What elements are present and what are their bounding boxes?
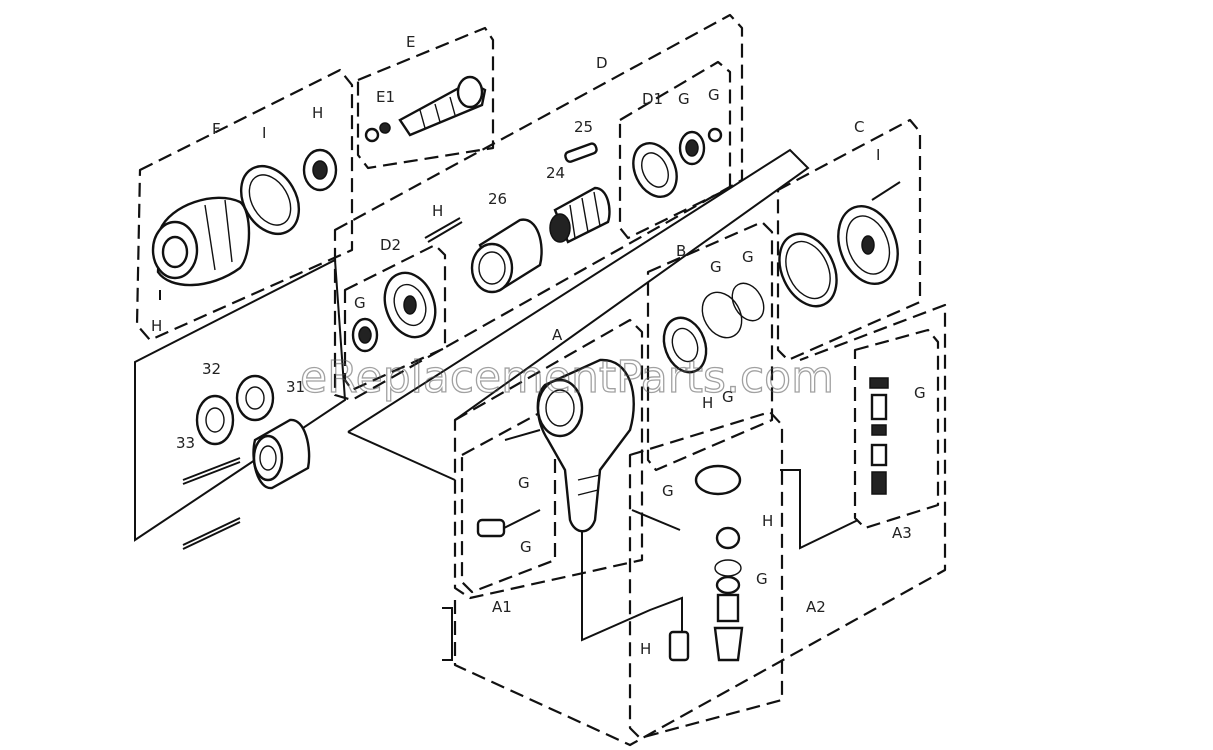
group-outer-outline bbox=[453, 303, 947, 747]
oring-g-b1 bbox=[701, 291, 743, 339]
a2-leader-lines bbox=[581, 469, 859, 642]
label-24: 24 bbox=[546, 164, 565, 182]
watermark-text: eReplacementParts.com bbox=[300, 352, 834, 403]
label-g-d2: G bbox=[354, 294, 366, 312]
label-d: D bbox=[596, 54, 608, 72]
label-d1: D1 bbox=[642, 90, 663, 108]
hammer-case bbox=[151, 196, 251, 287]
label-26: 26 bbox=[488, 190, 507, 208]
group-d1-outline bbox=[618, 60, 732, 240]
gasket-c bbox=[778, 232, 838, 308]
label-h-d: H bbox=[432, 202, 443, 220]
hammer-frame-31 bbox=[252, 418, 311, 490]
label-a: A bbox=[552, 326, 563, 344]
group-e-outline bbox=[356, 26, 495, 170]
e1-parts bbox=[364, 122, 391, 143]
bracket-line bbox=[442, 607, 453, 661]
inlet-h bbox=[668, 630, 690, 662]
label-h-a2b: H bbox=[640, 640, 651, 658]
anvil-shaft bbox=[398, 75, 487, 137]
bushing-h bbox=[302, 148, 338, 192]
group-a1-outline bbox=[460, 408, 557, 594]
label-g-a: G bbox=[518, 474, 530, 492]
label-a1: A1 bbox=[492, 598, 512, 616]
end-plate-d2 bbox=[383, 271, 437, 339]
label-h-b: H bbox=[702, 394, 713, 412]
hammer-32 bbox=[195, 374, 275, 446]
label-e1: E1 bbox=[376, 88, 395, 106]
pin-33-a bbox=[182, 457, 241, 485]
pin-g-a2 bbox=[631, 509, 681, 531]
screw-i-c bbox=[871, 181, 901, 201]
label-g-d1b: G bbox=[708, 86, 720, 104]
group-f-outline bbox=[135, 68, 354, 342]
assembly-plane-line bbox=[347, 148, 810, 433]
label-a3: A3 bbox=[892, 524, 912, 542]
label-25: 25 bbox=[574, 118, 593, 136]
label-f: F bbox=[212, 120, 221, 138]
group-b-outline bbox=[646, 220, 774, 472]
label-g-a2b: G bbox=[756, 570, 768, 588]
label-i-c: I bbox=[876, 146, 880, 164]
label-h-a2: H bbox=[762, 512, 773, 530]
pin-33-b bbox=[182, 517, 241, 550]
assembly-plane-line-2 bbox=[347, 431, 456, 481]
label-d2: D2 bbox=[380, 236, 401, 254]
label-g-a2a: G bbox=[662, 482, 674, 500]
label-32: 32 bbox=[202, 360, 221, 378]
back-plate-b bbox=[662, 316, 708, 374]
rotor-24 bbox=[549, 186, 611, 244]
valve-stack-a2 bbox=[694, 464, 744, 662]
pin-g-a bbox=[504, 429, 541, 441]
gasket-i-f bbox=[239, 165, 301, 235]
label-h-bottom: H bbox=[151, 317, 162, 335]
label-h-f: H bbox=[312, 104, 323, 122]
bearing-g-d1 bbox=[678, 127, 723, 166]
oring-g-b2 bbox=[731, 282, 765, 322]
label-g-b1: G bbox=[710, 258, 722, 276]
pin-h-d bbox=[424, 217, 463, 243]
end-plate-d1 bbox=[632, 142, 678, 198]
group-31-boundary bbox=[134, 258, 347, 542]
label-31: 31 bbox=[286, 378, 305, 396]
regulator-a3 bbox=[869, 377, 889, 495]
group-a-outline bbox=[453, 318, 644, 600]
label-g-b2: G bbox=[742, 248, 754, 266]
label-g-a3: G bbox=[914, 384, 926, 402]
group-a3-outline bbox=[853, 328, 940, 530]
label-a2: A2 bbox=[806, 598, 826, 616]
label-i-f: I bbox=[262, 124, 266, 142]
group-a2-outline bbox=[628, 410, 784, 740]
label-33: 33 bbox=[176, 434, 195, 452]
label-g-a1: G bbox=[520, 538, 532, 556]
label-g-b3: G bbox=[722, 388, 734, 406]
label-c: C bbox=[854, 118, 864, 136]
group-c-outline bbox=[776, 118, 922, 362]
label-b: B bbox=[676, 242, 686, 260]
label-e: E bbox=[406, 33, 415, 51]
vane-25 bbox=[564, 142, 598, 163]
trigger-a1 bbox=[476, 509, 541, 538]
cylinder-26 bbox=[470, 218, 543, 294]
label-g-d1a: G bbox=[678, 90, 690, 108]
bearing-g-d2 bbox=[351, 317, 379, 353]
rear-cover-c bbox=[837, 205, 899, 285]
group-d2-outline bbox=[343, 243, 447, 392]
housing-a bbox=[536, 358, 635, 533]
